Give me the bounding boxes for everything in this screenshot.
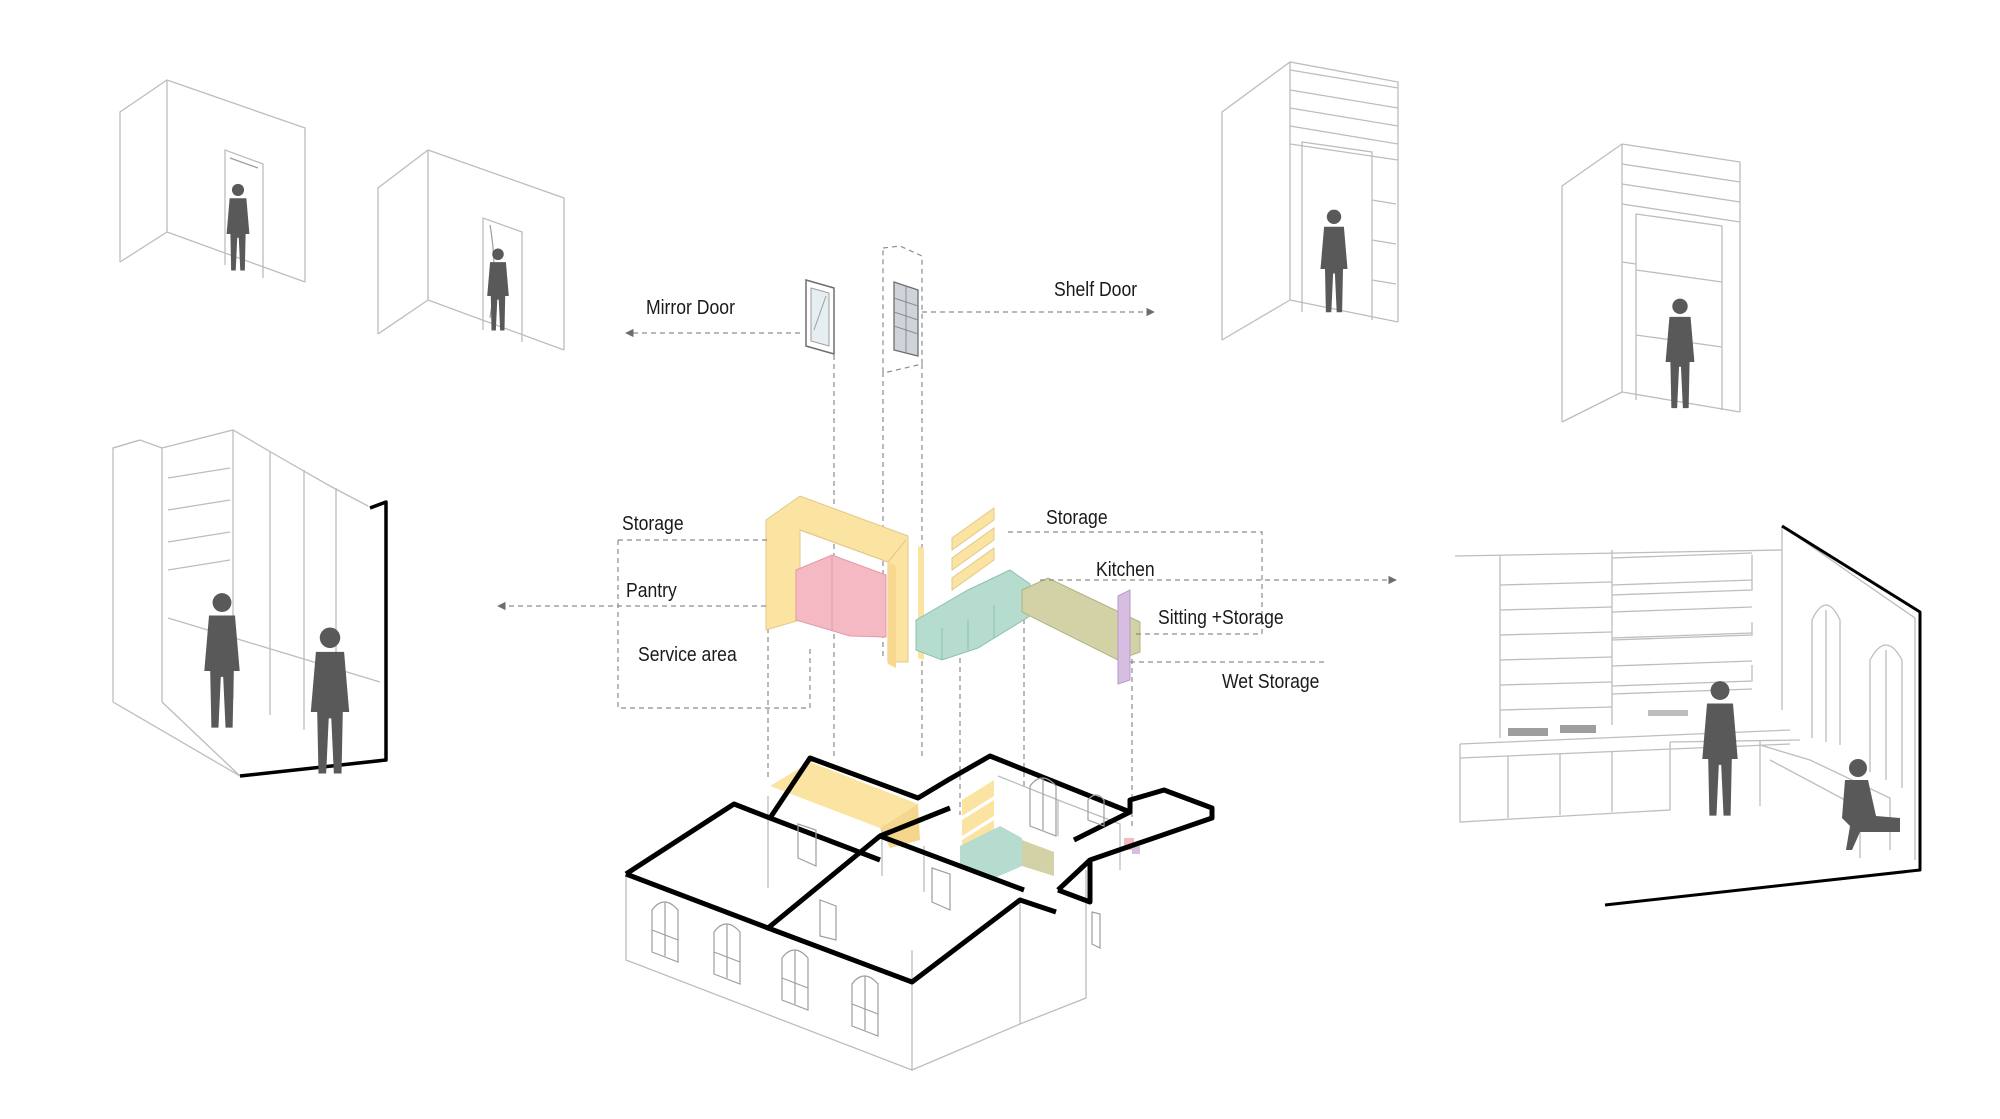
shelf-door-vignette-2 <box>1561 143 1741 423</box>
person-figure <box>1665 298 1695 409</box>
shelf-door-vignette-1 <box>1221 61 1399 341</box>
arched-window-element <box>1087 794 1105 827</box>
door-element <box>931 867 951 911</box>
storage-left-label: Storage <box>622 512 684 534</box>
storage-unit-right <box>951 507 995 591</box>
shelf-door-element <box>882 245 923 373</box>
arched-window-element <box>1029 777 1057 837</box>
door-element <box>819 899 837 941</box>
kitchen-label: Kitchen <box>1096 558 1155 580</box>
sitting-storage-label: Sitting +Storage <box>1158 606 1284 628</box>
storage-right-label: Storage <box>1046 506 1108 528</box>
door-element <box>1091 911 1101 949</box>
person-figure <box>1320 209 1348 313</box>
door-element <box>797 823 817 867</box>
shelf-door-label: Shelf Door <box>1054 278 1137 300</box>
isometric-floor-plan <box>624 753 1215 1071</box>
pantry-label: Pantry <box>626 579 677 601</box>
person-figure <box>204 593 240 728</box>
window-element <box>781 949 809 1011</box>
wet-storage-unit <box>1117 589 1131 685</box>
window-element <box>713 923 741 985</box>
pantry-unit <box>795 554 887 638</box>
pantry-vignette <box>112 429 388 778</box>
window-element <box>651 901 679 963</box>
person-figure <box>487 248 509 331</box>
person-figure <box>1702 681 1738 816</box>
seated-person-figure <box>1842 759 1900 850</box>
window-element <box>851 975 879 1037</box>
kitchen-vignette <box>1454 524 1922 907</box>
mirror-door-element <box>805 279 835 355</box>
kitchen-unit <box>915 569 1031 661</box>
person-figure <box>310 627 350 774</box>
service-area-label: Service area <box>638 643 737 665</box>
mirror-door-label: Mirror Door <box>646 296 735 318</box>
mirror-door-vignette-2 <box>377 149 565 351</box>
mirror-door-vignette-1 <box>119 79 306 283</box>
storage-unit-left <box>765 495 924 668</box>
sitting-storage-unit <box>1021 577 1141 661</box>
wet-storage-label: Wet Storage <box>1222 670 1319 692</box>
